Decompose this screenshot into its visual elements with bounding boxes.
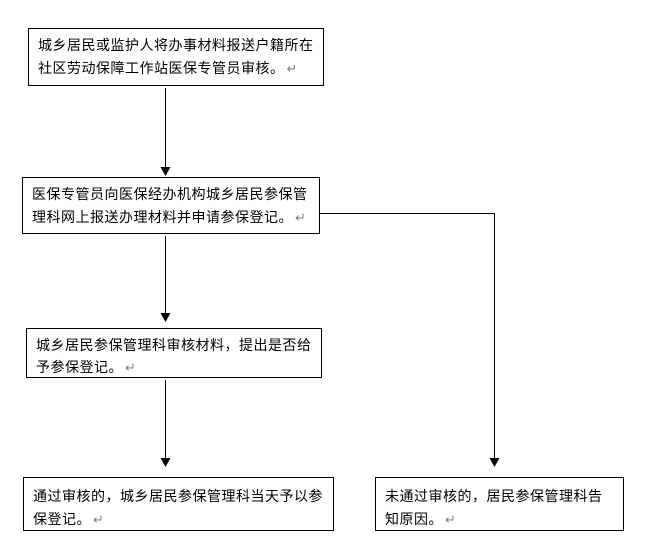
flow-node-step5-text: 未通过审核的，居民参保管理科告知原因。	[385, 488, 603, 527]
paragraph-return-icon: ↵	[445, 512, 457, 527]
flow-node-step3: 城乡居民参保管理科审核材料，提出是否给予参保登记。↵	[26, 328, 322, 378]
arrowhead-icon	[160, 167, 171, 176]
flow-node-step2-text: 医保专管员向医保经办机构城乡居民参保管理科网上报送办理材料并申请参保登记。	[32, 186, 308, 225]
paragraph-return-icon: ↵	[125, 360, 137, 375]
flow-node-step4: 通过审核的，城乡居民参保管理科当天予以参保登记。↵	[23, 477, 334, 531]
flow-node-step1-text: 城乡居民或监护人将办事材料报送户籍所在社区劳动保障工作站医保专管员审核。	[38, 37, 314, 76]
arrow-step2-to-step3	[160, 236, 171, 322]
flow-node-step4-text: 通过审核的，城乡居民参保管理科当天予以参保登记。	[33, 488, 323, 527]
flow-node-step5: 未通过审核的，居民参保管理科告知原因。↵	[375, 477, 624, 531]
arrowhead-icon	[160, 458, 171, 467]
arrowhead-icon	[160, 313, 171, 322]
paragraph-return-icon: ↵	[295, 210, 307, 225]
paragraph-return-icon: ↵	[286, 61, 298, 76]
flow-node-step1: 城乡居民或监护人将办事材料报送户籍所在社区劳动保障工作站医保专管员审核。↵	[28, 28, 324, 86]
arrow-step3-to-step4	[160, 380, 171, 467]
arrow-step1-to-step2	[160, 88, 171, 176]
arrowhead-icon	[489, 458, 500, 467]
arrow-step2-to-step5	[320, 213, 500, 467]
flow-node-step3-text: 城乡居民参保管理科审核材料，提出是否给予参保登记。	[36, 337, 312, 375]
flow-node-step2: 医保专管员向医保经办机构城乡居民参保管理科网上报送办理材料并申请参保登记。↵	[22, 177, 320, 234]
paragraph-return-icon: ↵	[93, 512, 105, 527]
